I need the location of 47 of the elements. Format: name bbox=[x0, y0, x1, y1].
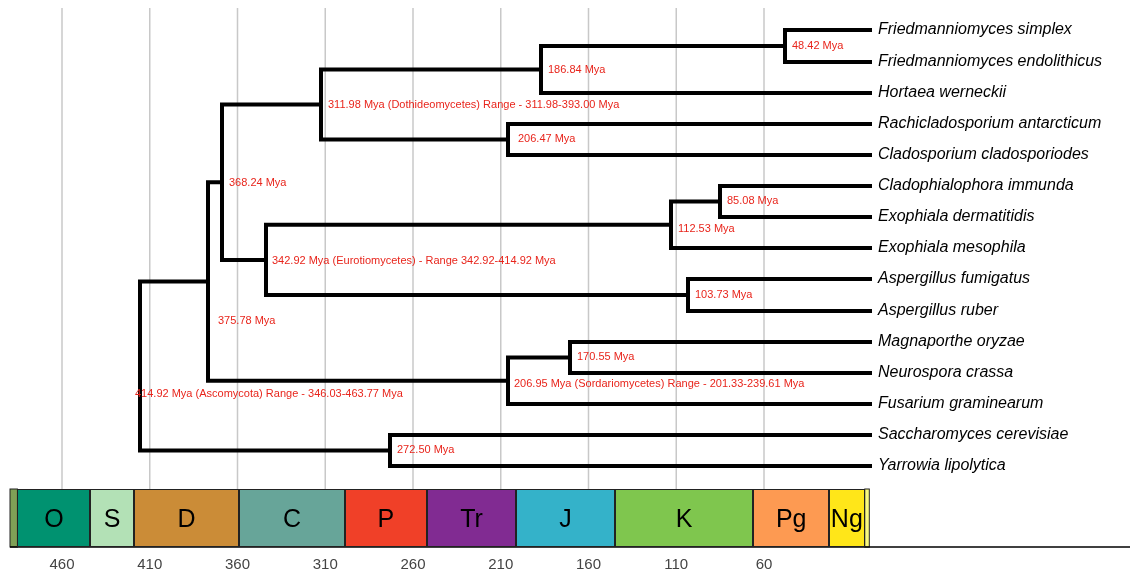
axis-tick-label: 210 bbox=[488, 555, 514, 572]
node-age-label: 85.08 Mya bbox=[727, 194, 779, 207]
species-name: Exophiala mesophila bbox=[878, 238, 1026, 256]
species-name: Aspergillus fumigatus bbox=[878, 269, 1031, 287]
node-age-label: 112.53 Mya bbox=[678, 222, 735, 235]
species-name: Aspergillus ruber bbox=[878, 301, 999, 319]
node-age-label: 103.73 Mya bbox=[695, 288, 753, 301]
axis-tick-label: 260 bbox=[400, 555, 426, 572]
node-age-label: 206.95 Mya (Sordariomycetes) Range - 201.33-239.61 Mya bbox=[514, 377, 805, 390]
axis-tick-label: 110 bbox=[664, 555, 689, 572]
period-band: K bbox=[614, 489, 754, 547]
node-age-label: 186.84 Mya bbox=[548, 63, 606, 76]
axis-tick-label: 160 bbox=[576, 555, 601, 572]
axis-tick-label: 460 bbox=[49, 555, 75, 572]
species-name: Yarrowia lipolytica bbox=[878, 456, 1006, 474]
species-name: Friedmanniomyces simplex bbox=[878, 20, 1072, 38]
species-name: Fusarium graminearum bbox=[878, 394, 1044, 412]
period-band: Ng bbox=[828, 489, 865, 547]
axis-tick-label: 410 bbox=[137, 555, 163, 572]
period-band: C bbox=[239, 489, 345, 547]
axis-tick-label: 60 bbox=[755, 555, 773, 572]
node-age-label: 375.78 Mya bbox=[218, 314, 276, 327]
period-band: D bbox=[133, 489, 240, 547]
species-name: Neurospora crassa bbox=[878, 363, 1014, 381]
node-age-label: 170.55 Mya bbox=[577, 350, 635, 363]
species-name: Exophiala dermatitidis bbox=[878, 207, 1035, 225]
node-age-label: 342.92 Mya (Eurotiomycetes) - Range 342.92-414.92 Mya bbox=[272, 254, 556, 267]
node-age-label: 48.42 Mya bbox=[792, 39, 844, 52]
species-name: Saccharomyces cerevisiae bbox=[878, 425, 1069, 443]
period-band: Pg bbox=[753, 489, 829, 547]
axis-tick-label: 310 bbox=[312, 555, 338, 572]
period-band: O bbox=[17, 489, 91, 547]
species-name: Cladosporium cladosporiodes bbox=[878, 145, 1089, 163]
period-band: J bbox=[516, 489, 615, 547]
species-name: Friedmanniomyces endolithicus bbox=[878, 52, 1103, 70]
node-age-label: 206.47 Mya bbox=[518, 132, 576, 145]
species-name: Magnaporthe oryzae bbox=[878, 332, 1025, 350]
species-name: Cladophialophora immunda bbox=[878, 176, 1074, 194]
node-age-label: 272.50 Mya bbox=[397, 443, 455, 456]
node-age-label: 368.24 Mya bbox=[229, 176, 287, 189]
species-name: Hortaea werneckii bbox=[878, 83, 1007, 101]
period-band: S bbox=[90, 489, 134, 547]
node-age-label: 311.98 Mya (Dothideomycetes) Range - 311.98-393.00 Mya bbox=[328, 98, 620, 111]
species-name: Rachicladosporium antarcticum bbox=[878, 114, 1102, 132]
axis-tick-label: 360 bbox=[225, 555, 250, 572]
period-band: Tr bbox=[427, 489, 516, 547]
period-band: P bbox=[344, 489, 428, 547]
